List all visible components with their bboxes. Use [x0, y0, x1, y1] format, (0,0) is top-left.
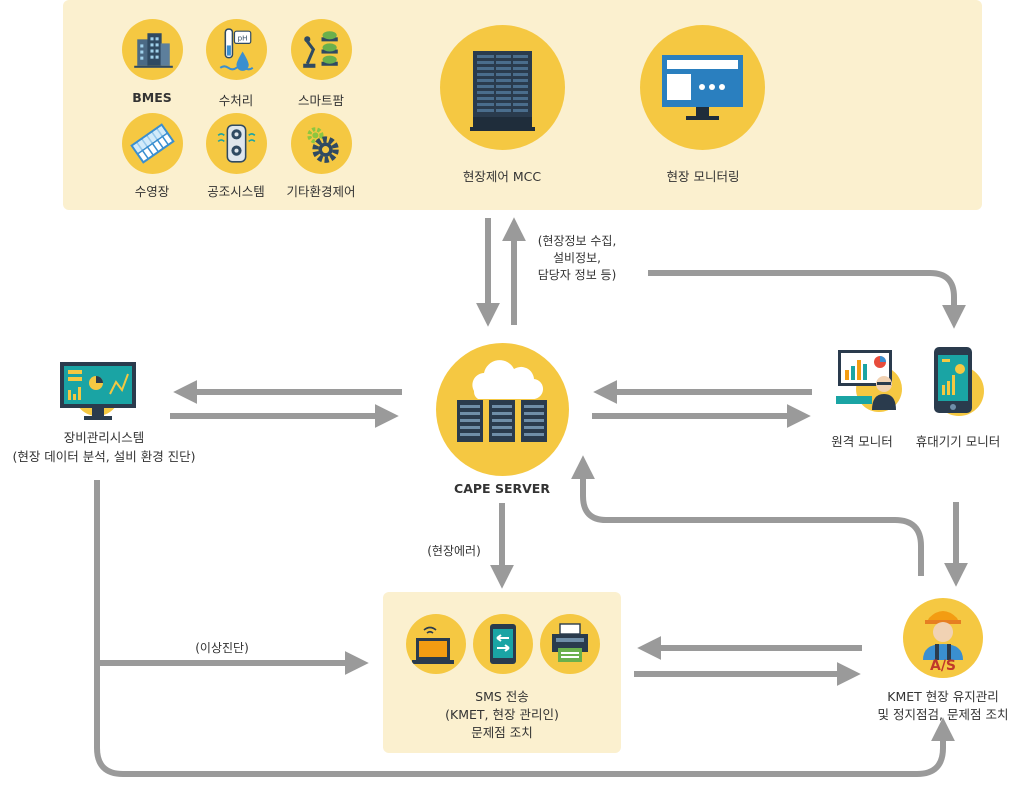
field-monitoring-label: 현장 모니터링 — [666, 169, 740, 184]
as-line1: KMET 현장 유지관리 — [887, 689, 999, 704]
sms-recipients: (KMET, 현장 관리인) — [445, 707, 559, 722]
equipment-system-label: 장비관리시스템 — [63, 430, 145, 445]
ph-text: pH — [238, 33, 248, 42]
remote-monitor-label: 원격 모니터 — [831, 434, 893, 449]
gear-icon — [291, 113, 352, 174]
cape-server-icon — [436, 343, 569, 476]
bmes-label: BMES — [132, 90, 172, 105]
cape-server-label: CAPE SERVER — [454, 481, 550, 496]
mcc-label: 현장제어 MCC — [462, 169, 542, 184]
sms-action: 문제점 조치 — [471, 725, 533, 740]
water-treatment-label: 수처리 — [218, 93, 254, 108]
field-error-label: (현장에러) — [427, 544, 481, 558]
info-collect-line1: (현장정보 수집, — [537, 234, 617, 248]
aquarium-icon — [122, 113, 183, 174]
printer-circle — [540, 614, 600, 674]
smart-farm-label: 스마트팜 — [297, 93, 345, 108]
hvac-icon — [206, 113, 267, 174]
other-env-label: 기타환경제어 — [286, 184, 356, 199]
equipment-system-desc: (현장 데이터 분석, 설비 환경 진단) — [12, 449, 196, 464]
as-badge: A/S — [929, 658, 957, 674]
water-treatment-icon: pH — [206, 19, 267, 80]
laptop-circle — [406, 614, 466, 674]
info-collect-line3: 담당자 정보 등) — [537, 268, 617, 282]
tablet-circle — [473, 614, 533, 674]
remote-monitor-icon — [836, 350, 896, 410]
as-line2: 및 정지점검, 문제점 조치 — [877, 707, 1009, 722]
hvac-label: 공조시스템 — [207, 184, 265, 199]
mobile-device-icon — [934, 347, 972, 413]
fault-diagnosis-label: (이상진단) — [195, 641, 249, 655]
sms-title: SMS 전송 — [475, 689, 529, 704]
aquarium-label: 수영장 — [134, 184, 170, 199]
as-technician-icon — [903, 598, 983, 678]
mcc-rack-icon — [440, 25, 565, 150]
equipment-monitor-icon — [60, 362, 136, 420]
mobile-monitor-label: 휴대기기 모니터 — [915, 434, 1001, 449]
arrow-as-to-server — [571, 455, 924, 576]
arrow-equipment-to-as — [94, 480, 955, 777]
bmes-icon — [122, 19, 183, 80]
smart-farm-icon — [291, 19, 352, 80]
field-monitor-icon — [640, 25, 765, 150]
arrow-server-to-monitors — [648, 270, 966, 329]
info-collect-line2: 설비정보, — [553, 251, 601, 265]
